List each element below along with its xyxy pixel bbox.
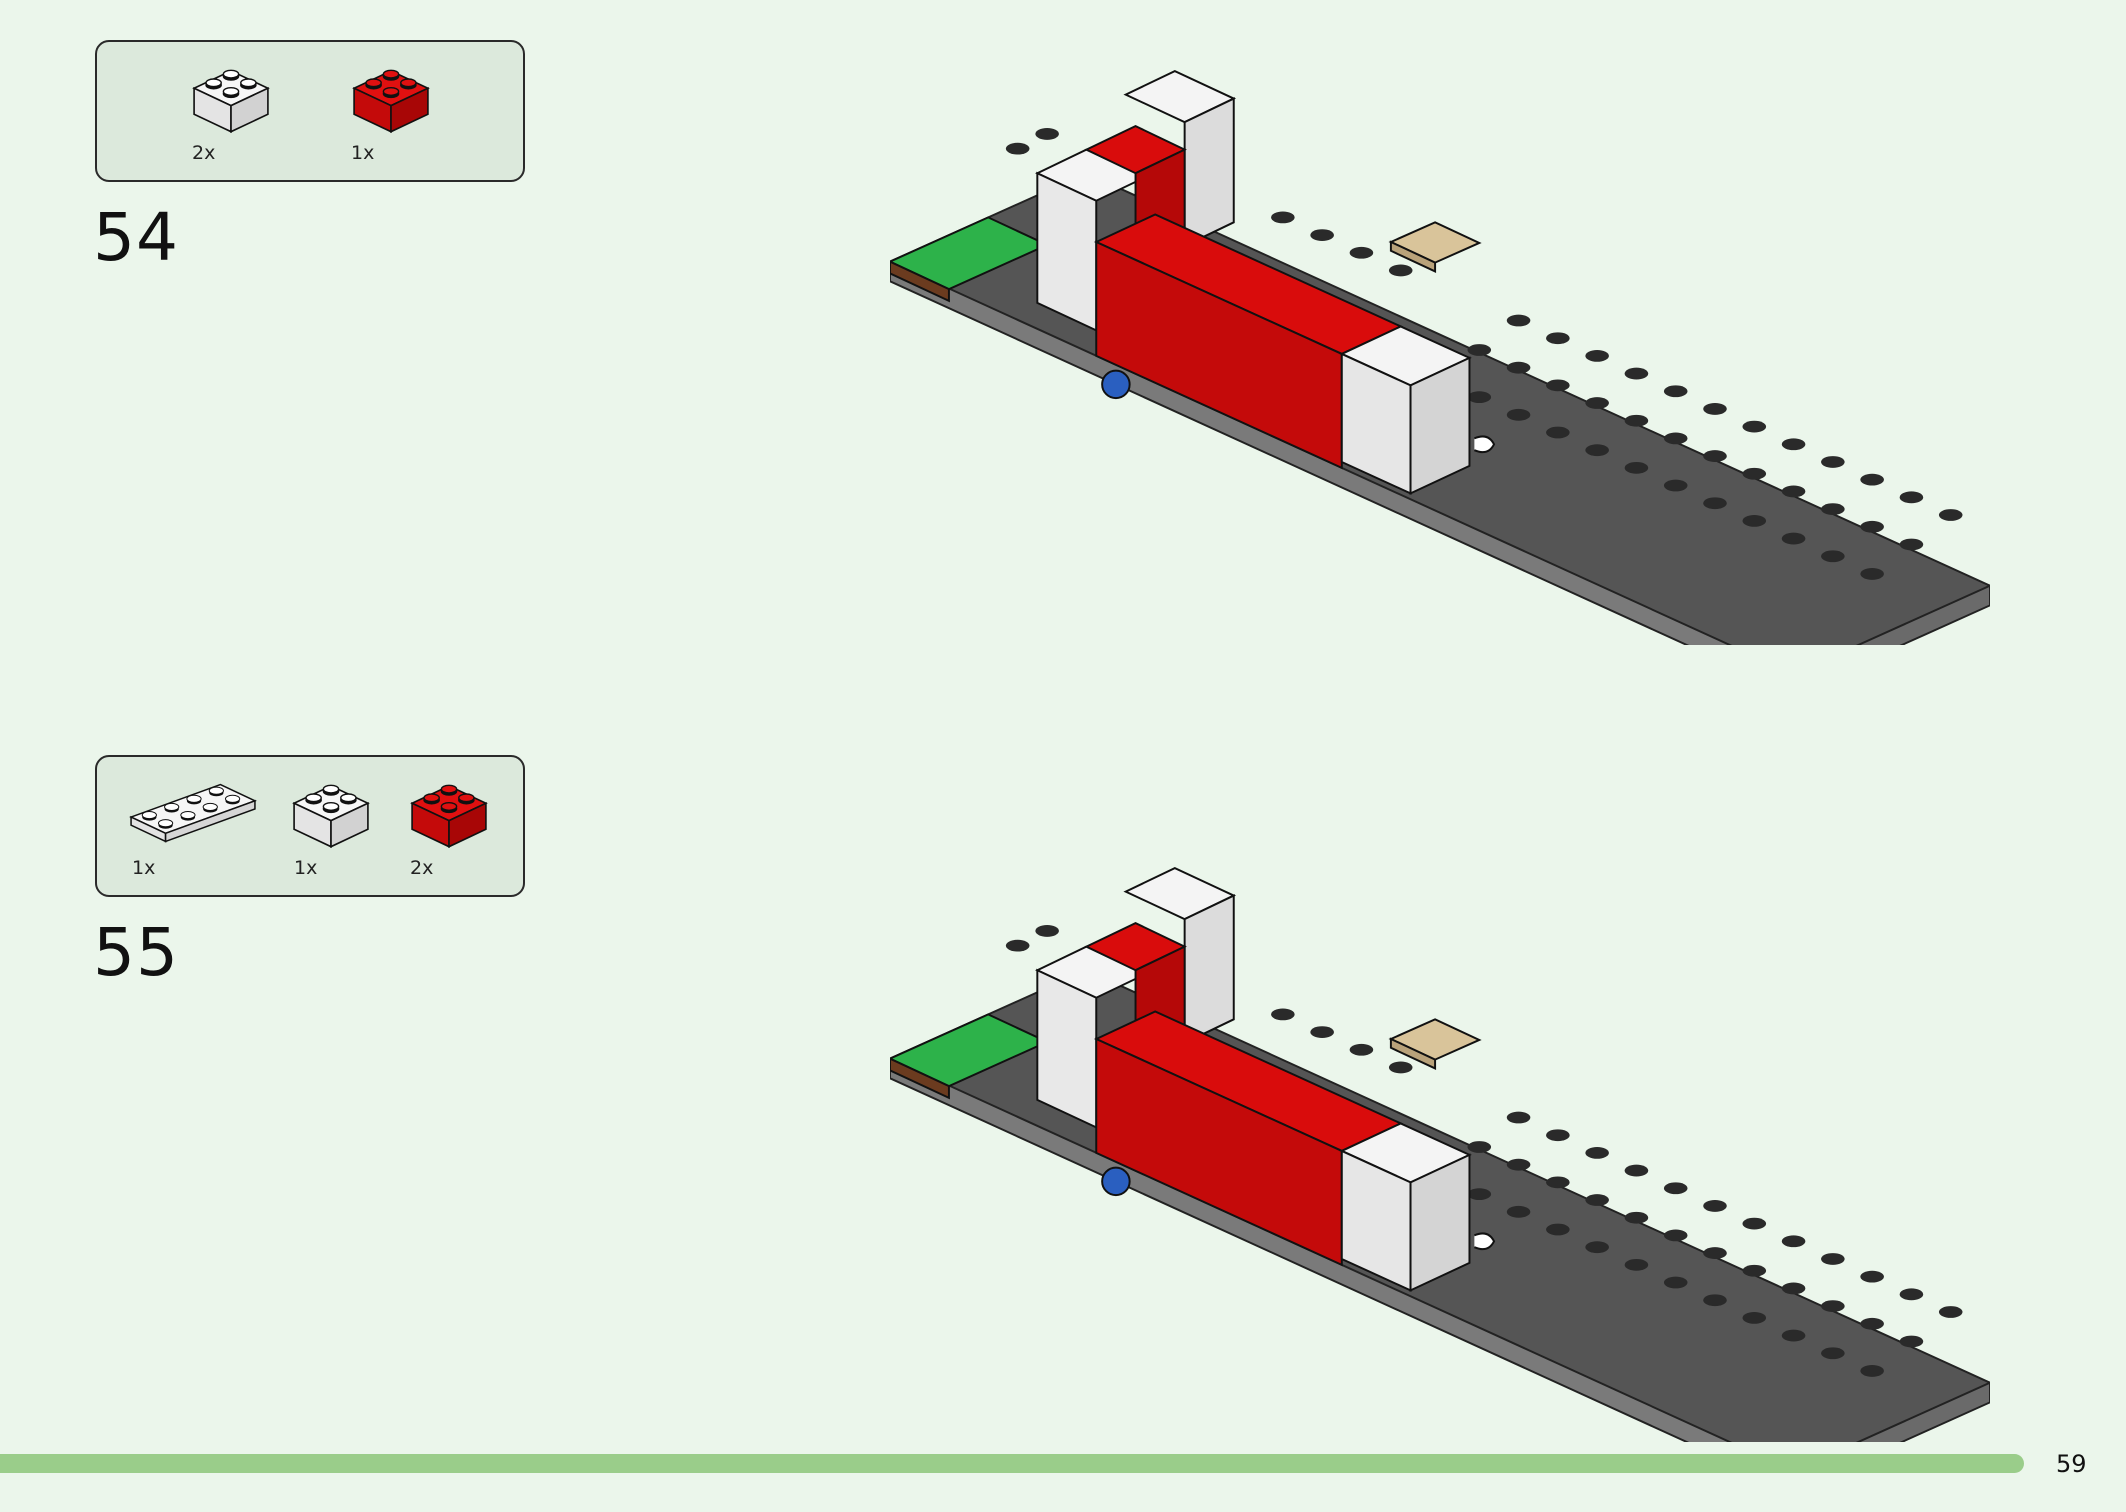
white-2x2-brick-icon (187, 60, 275, 136)
part-quantity: 2x (192, 142, 216, 164)
page-number: 59 (2056, 1450, 2087, 1478)
step-number: 55 (93, 914, 179, 991)
white-2x2-brick-icon (287, 775, 375, 851)
part-quantity: 1x (294, 857, 318, 879)
part-quantity: 2x (410, 857, 434, 879)
model-illustration-step-54 (890, 55, 1990, 645)
step-number: 54 (93, 199, 179, 276)
part-quantity: 1x (351, 142, 375, 164)
red-2x2-brick-icon (405, 775, 493, 851)
parts-callout-step-54: 2x 1x (95, 40, 525, 182)
model-illustration-step-55 (890, 852, 1990, 1442)
red-2x2-brick-icon (347, 60, 435, 136)
parts-callout-step-55: 1x 1x 2x (95, 755, 525, 897)
progress-bar (0, 1454, 2024, 1473)
part-quantity: 1x (132, 857, 156, 879)
white-2x4-plate-icon (127, 775, 259, 849)
